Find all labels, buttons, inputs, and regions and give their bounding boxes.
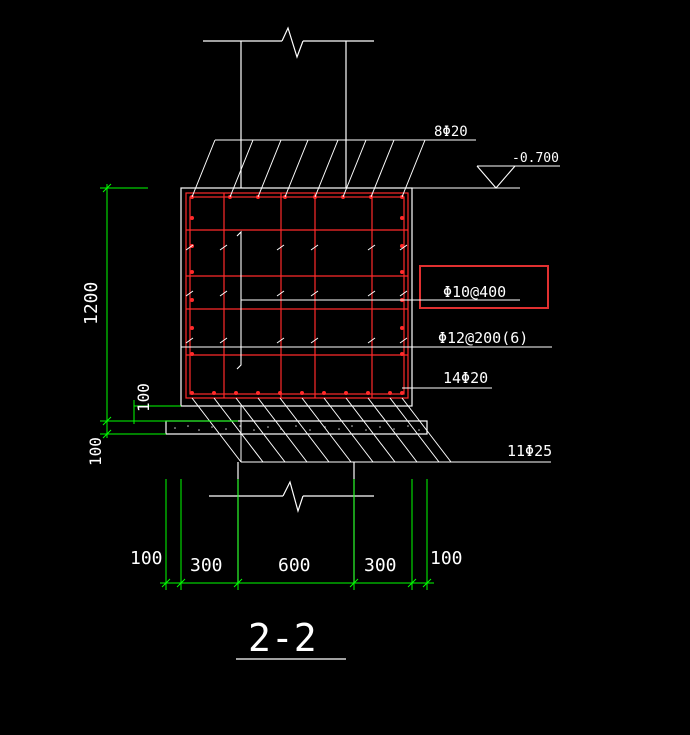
highlight-box	[419, 265, 549, 309]
elevation-marker	[412, 165, 560, 189]
cushion-pad	[165, 420, 428, 435]
label-stirrup-highlighted: Φ10@400	[443, 283, 506, 301]
elevation-value: -0.700	[512, 151, 559, 166]
dim-right: 300	[364, 555, 397, 576]
footing-outline	[180, 187, 413, 407]
rebar-dots	[190, 195, 404, 395]
column-stub-top	[203, 26, 374, 188]
rebar-cage	[185, 192, 409, 399]
dim-left: 300	[190, 555, 223, 576]
dim-height: 1200	[81, 282, 102, 325]
dim-cushion-lower: 100	[86, 437, 105, 466]
column-dowel-lines	[181, 230, 552, 370]
top-bars-leader	[191, 139, 476, 198]
bottom-bars-leader	[191, 397, 551, 463]
vertical-dimensions	[100, 183, 238, 439]
dim-middle: 600	[278, 555, 311, 576]
dim-right-outer: 100	[430, 548, 463, 569]
section-title: 2-2	[248, 616, 317, 660]
label-side-bars: 14Φ20	[443, 369, 488, 387]
rebar-ticks	[185, 244, 408, 344]
horizontal-dimensions	[160, 479, 434, 590]
dim-left-outer: 100	[130, 548, 163, 569]
label-bottom-bars: 11Φ25	[507, 442, 552, 460]
label-stirrups: Φ12@200(6)	[438, 329, 528, 347]
dim-cushion-upper: 100	[134, 383, 153, 412]
label-top-bars: 8Φ20	[434, 124, 468, 140]
